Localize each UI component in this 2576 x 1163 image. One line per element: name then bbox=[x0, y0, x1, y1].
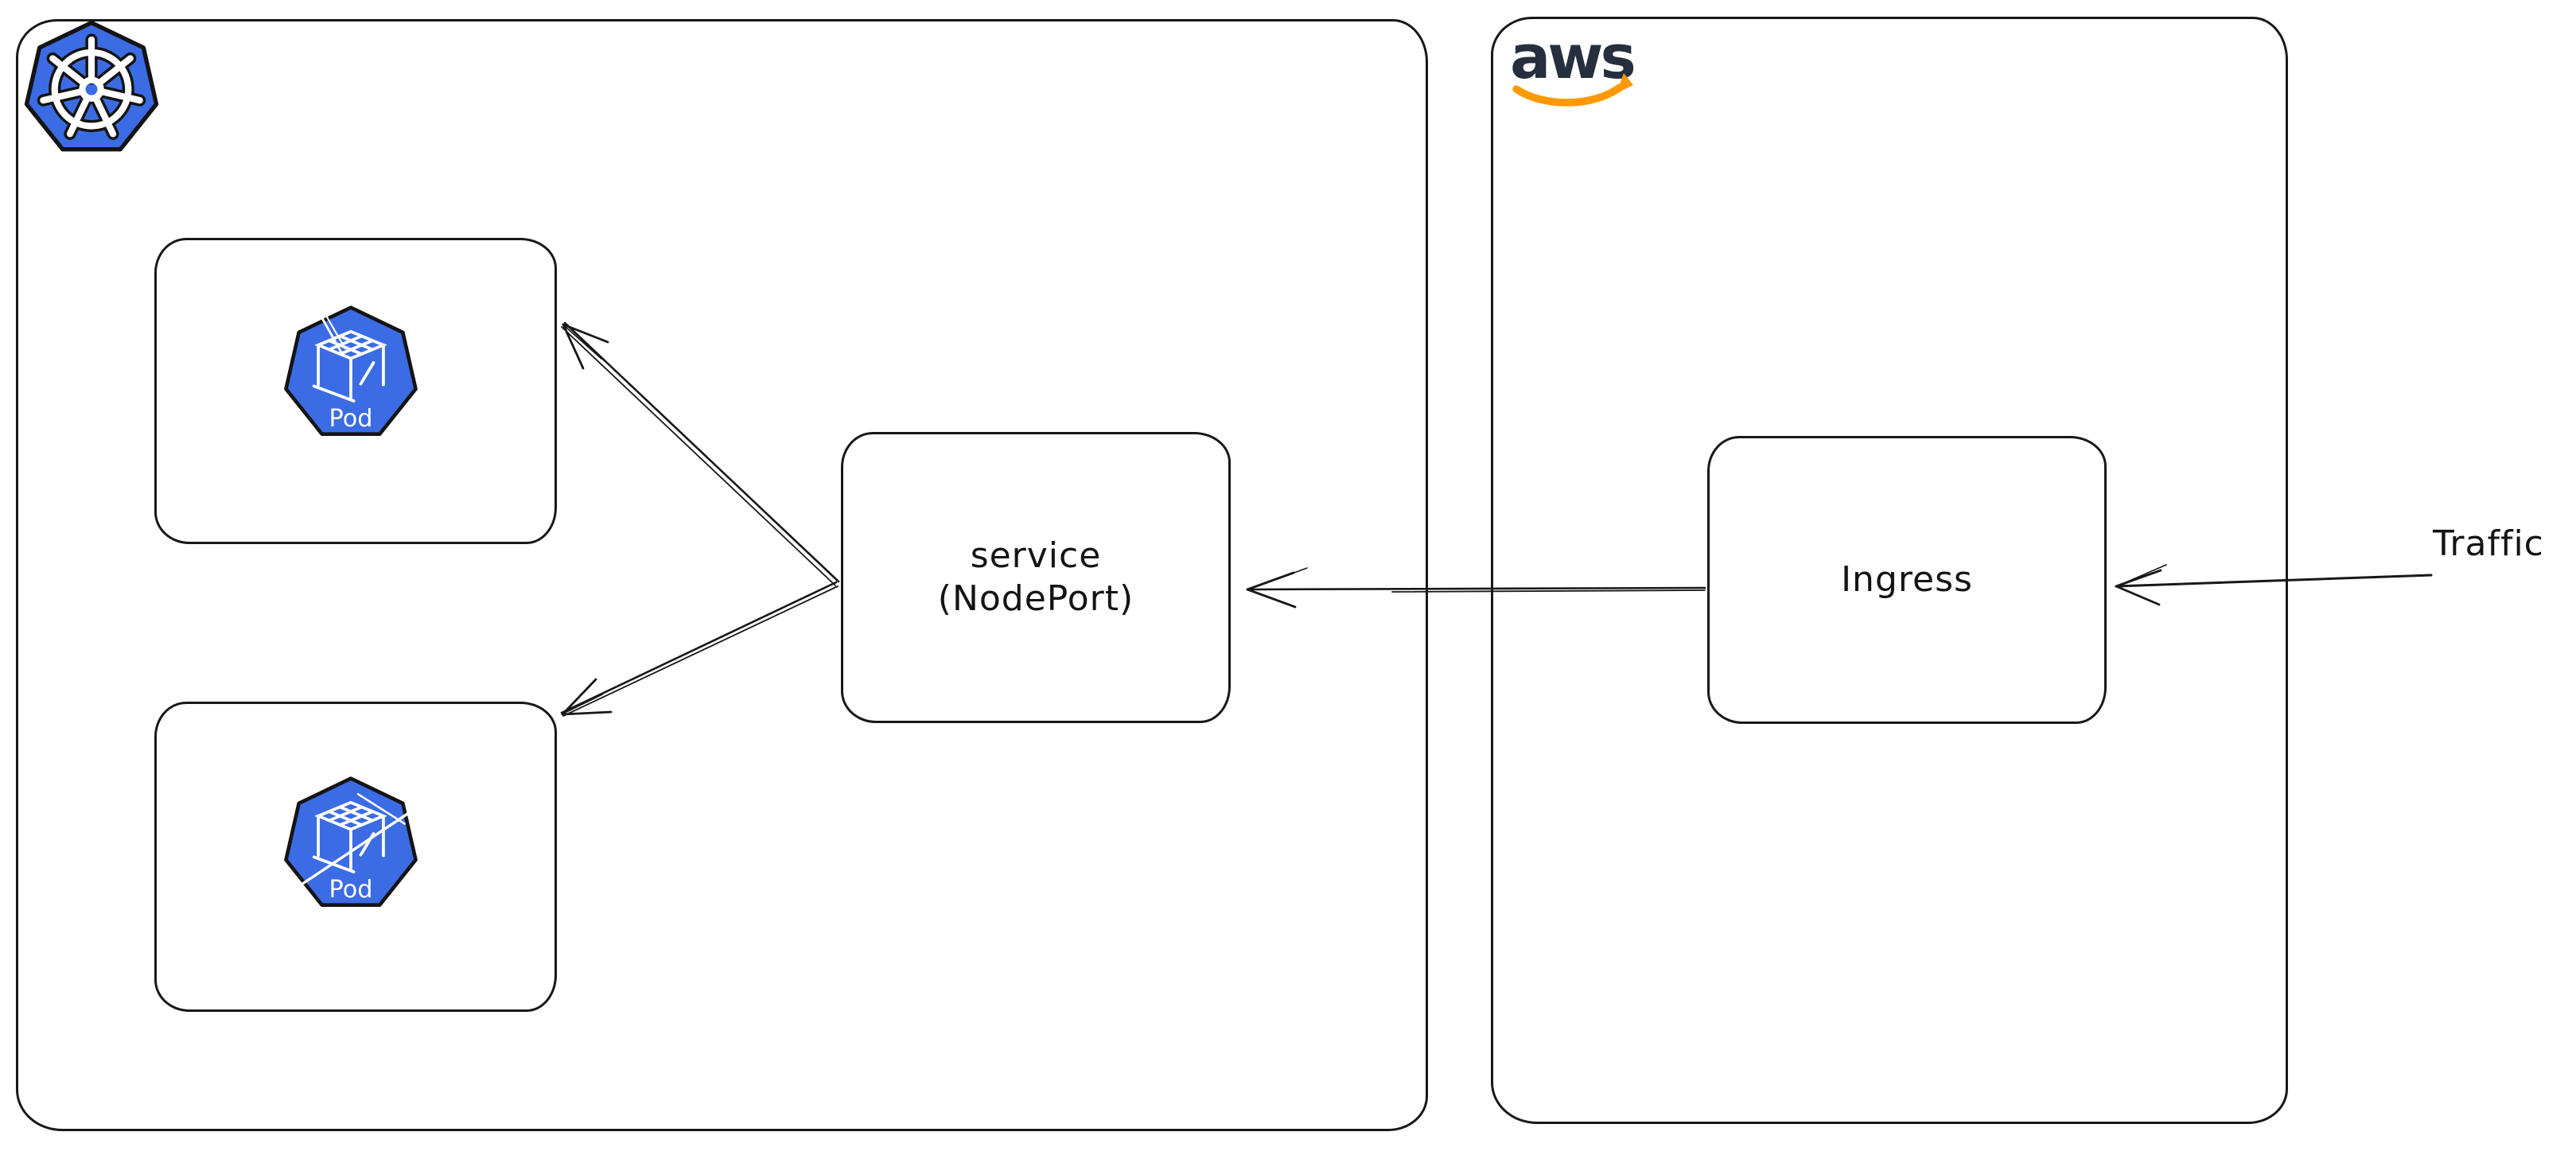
ingress-box: Ingress bbox=[1707, 436, 2107, 724]
aws-smile-arrow-tip bbox=[1617, 73, 1633, 93]
aws-smile-swoosh bbox=[1512, 84, 1624, 107]
kubernetes-logo-icon bbox=[24, 20, 159, 152]
traffic-label: Traffic bbox=[2433, 523, 2544, 564]
pod-icon: Pod bbox=[284, 305, 418, 437]
service-nodeport-box: service (NodePort) bbox=[841, 432, 1231, 723]
aws-logo-text: aws bbox=[1510, 22, 1633, 92]
aws-logo-icon: aws bbox=[1510, 22, 1636, 107]
service-label-line1: service bbox=[970, 535, 1102, 576]
pod-1-label: Pod bbox=[329, 405, 373, 433]
pod-icon: Pod bbox=[284, 776, 418, 908]
ingress-label: Ingress bbox=[1841, 559, 1973, 600]
service-label-line2: (NodePort) bbox=[937, 578, 1134, 619]
pod-2-label: Pod bbox=[329, 876, 373, 904]
